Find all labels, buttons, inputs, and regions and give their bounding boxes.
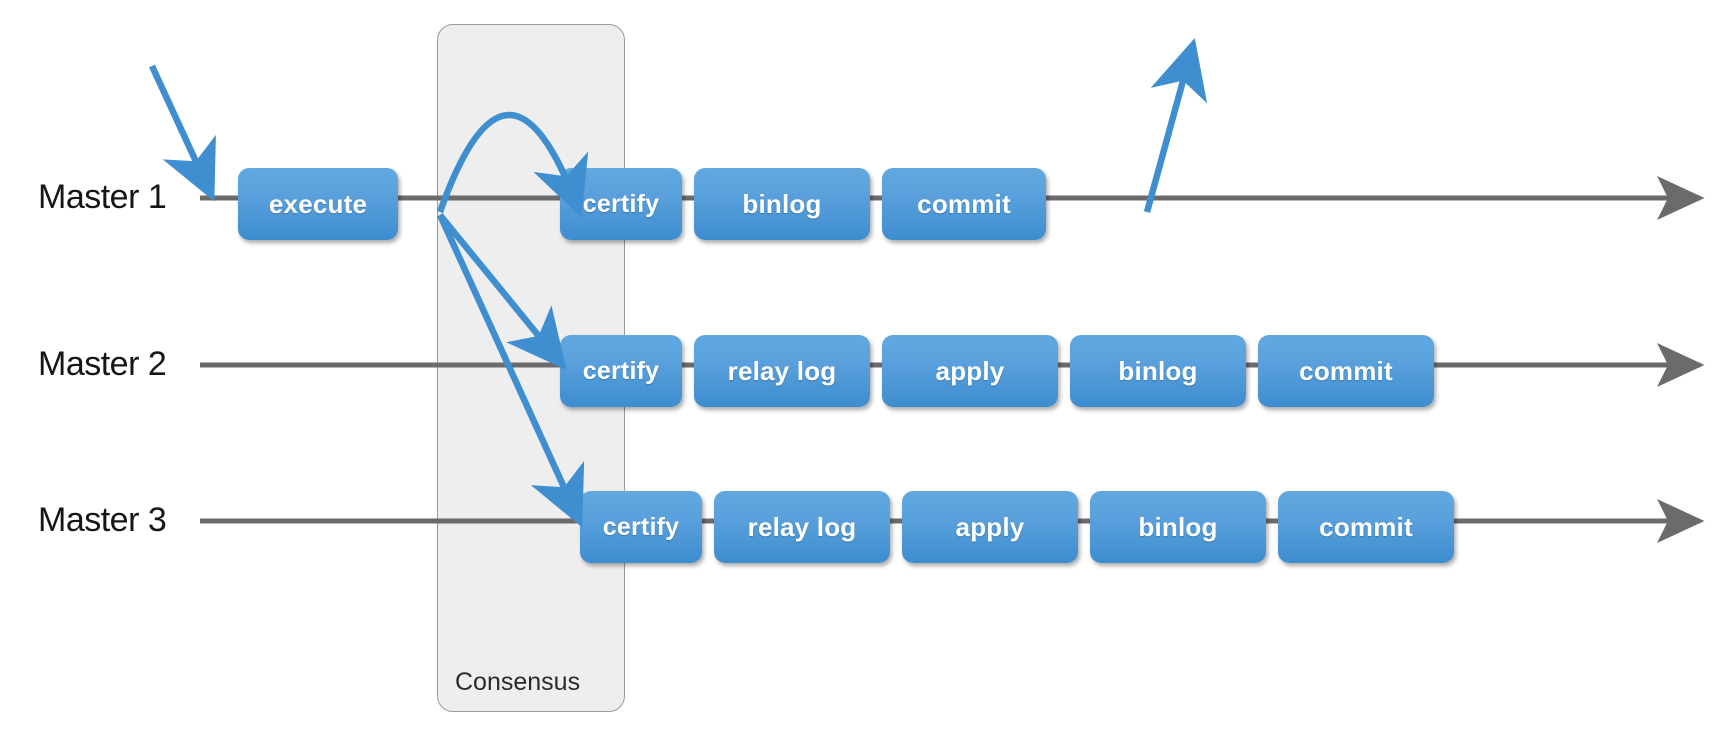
step-box-label: relay log [747, 511, 857, 542]
row-label-master-2: Master 2 [38, 345, 167, 383]
step-box-master-3-apply[interactable]: apply [902, 491, 1078, 563]
step-box-master-2-binlog[interactable]: binlog [1070, 335, 1246, 407]
step-box-label: commit [917, 188, 1011, 219]
step-box-label: commit [1319, 511, 1413, 542]
step-box-master-3-relay-log[interactable]: relay log [714, 491, 890, 563]
broadcast-arrow-master-3 [437, 213, 585, 528]
step-box-label: binlog [742, 188, 822, 219]
step-box-label: binlog [1138, 511, 1218, 542]
step-box-master-1-execute[interactable]: execute [238, 168, 398, 240]
step-box-label: relay log [727, 355, 837, 386]
incoming-transaction-arrow [149, 64, 216, 202]
step-box-label: certify [582, 356, 660, 385]
step-box-master-3-commit[interactable]: commit [1278, 491, 1454, 563]
step-box-label: certify [582, 189, 660, 218]
step-box-label: commit [1299, 355, 1393, 386]
step-box-master-3-binlog[interactable]: binlog [1090, 491, 1266, 563]
step-box-label: apply [955, 511, 1025, 542]
step-box-master-1-commit[interactable]: commit [882, 168, 1046, 240]
broadcast-arrow-master-2 [437, 212, 567, 371]
step-box-label: apply [935, 355, 1005, 386]
step-box-master-2-relay-log[interactable]: relay log [694, 335, 870, 407]
step-box-label: execute [268, 188, 368, 219]
step-box-label: binlog [1118, 355, 1198, 386]
step-box-master-3-certify[interactable]: certify [580, 491, 702, 563]
step-box-master-1-binlog[interactable]: binlog [694, 168, 870, 240]
step-box-master-2-certify[interactable]: certify [560, 335, 682, 407]
step-box-master-2-commit[interactable]: commit [1258, 335, 1434, 407]
step-box-label: certify [602, 512, 680, 541]
row-label-master-1: Master 1 [38, 178, 167, 216]
consensus-label: Consensus [455, 668, 581, 696]
row-label-master-3: Master 3 [38, 501, 167, 539]
step-box-master-2-apply[interactable]: apply [882, 335, 1058, 407]
consensus-roundtrip-arc [436, 111, 589, 218]
outgoing-response-arrow [1143, 37, 1208, 213]
